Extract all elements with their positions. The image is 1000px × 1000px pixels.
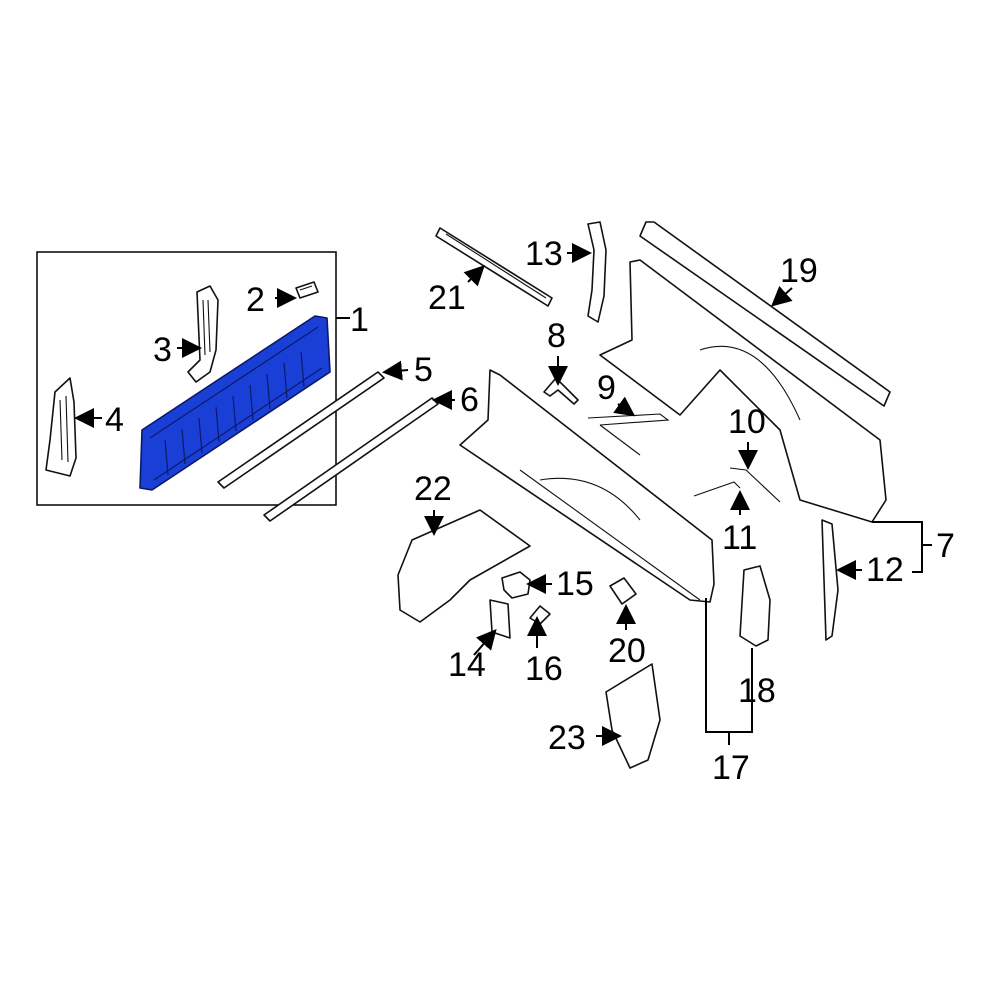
part-20-plug[interactable] [609,577,637,605]
part-7-side-panel[interactable] [599,259,887,523]
part-12-bracket[interactable] [821,519,839,641]
callout-3: 3 [153,331,172,369]
callout-6: 6 [460,381,479,419]
callout-1: 1 [350,301,369,339]
callout-11: 11 [722,519,757,557]
callout-19: 19 [780,252,818,290]
callout-20: 20 [608,632,646,670]
part-23-liner[interactable] [605,663,661,769]
callout-5: 5 [414,351,433,389]
callout-18: 18 [738,672,776,710]
callout-17: 17 [712,749,750,787]
callout-12: 12 [866,551,904,589]
part-4-end-cap[interactable] [45,377,77,477]
callout-16: 16 [525,650,563,688]
leader-lines [74,243,932,746]
callout-2: 2 [246,281,265,319]
callout-10: 10 [728,403,766,441]
part-8-strap[interactable] [543,377,579,405]
callout-14: 14 [448,646,486,684]
callout-15: 15 [556,565,594,603]
part-14-bracket[interactable] [489,599,511,639]
part-9-wire[interactable] [587,413,670,456]
callout-21: 21 [428,279,466,317]
part-22-wheelhouse[interactable] [397,509,531,623]
part-13-pillar[interactable] [587,221,607,323]
callout-9: 9 [597,369,616,407]
part-18-bracket[interactable] [739,565,771,647]
callout-13: 13 [525,235,563,273]
part-21-rail[interactable] [435,227,553,307]
part-3-bracket[interactable] [187,285,219,383]
callout-labels: 1 2 3 4 5 6 7 8 9 10 11 12 13 14 15 16 1… [105,235,955,787]
part-1-tailgate-panel[interactable] [139,315,331,491]
part-10-rod[interactable] [729,467,781,503]
part-17-bed-floor[interactable] [459,369,715,603]
part-11-rod[interactable] [693,481,741,497]
part-15-clip[interactable] [501,571,531,599]
part-16-clip[interactable] [529,605,551,625]
callout-4: 4 [105,401,124,439]
callout-22: 22 [414,470,452,508]
part-6-seal-strip[interactable] [263,397,439,522]
part-2-clip[interactable] [295,281,319,299]
part-19-top-rail[interactable] [639,221,891,407]
callout-7: 7 [936,527,955,565]
callout-8: 8 [547,317,566,355]
callout-23: 23 [548,719,586,757]
